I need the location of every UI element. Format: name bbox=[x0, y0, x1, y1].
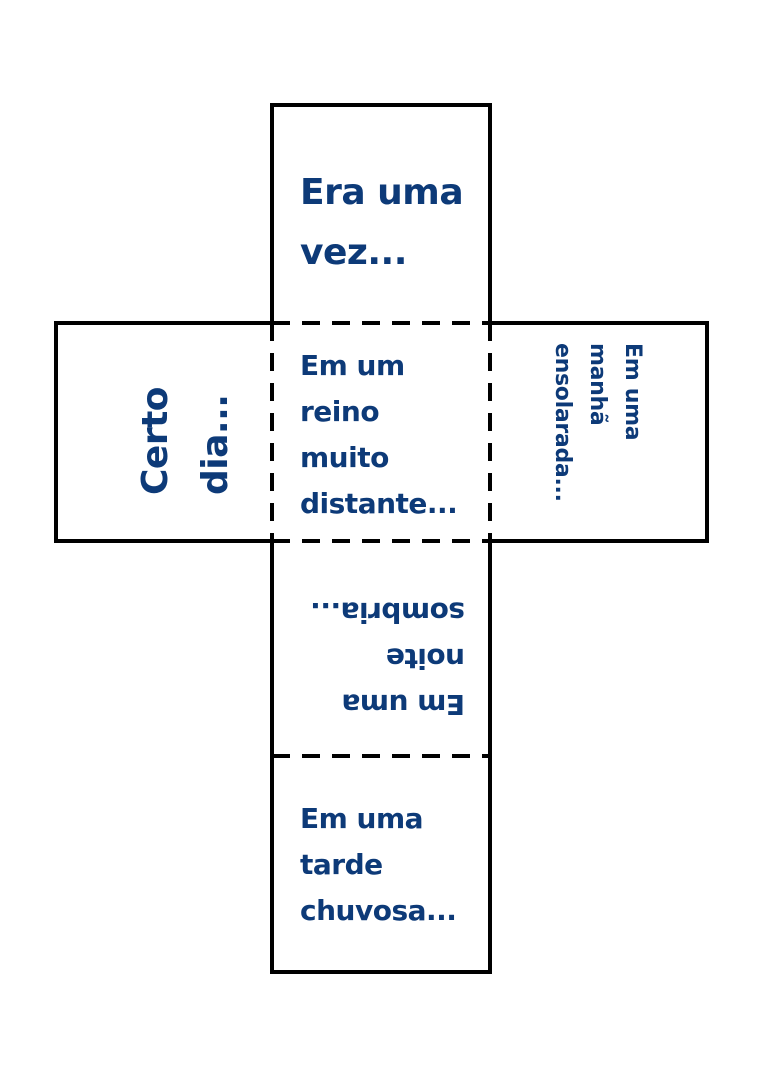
face-center-text: Em um reino muito distante... bbox=[300, 349, 458, 520]
face-right: Em uma manhã ensolarada... bbox=[490, 323, 707, 541]
face-third-text: Em uma noite sombria... bbox=[310, 596, 465, 721]
face-left: Certo dia... bbox=[56, 323, 272, 541]
face-center: Em um reino muito distante... bbox=[272, 323, 490, 541]
face-top-text: Era uma vez... bbox=[300, 172, 464, 273]
face-left-text: Certo dia... bbox=[135, 386, 236, 495]
face-bottom: Em uma tarde chuvosa... bbox=[272, 756, 490, 972]
face-top: Era uma vez... bbox=[272, 105, 490, 323]
face-right-text: Em uma manhã ensolarada... bbox=[550, 343, 645, 502]
face-bottom-text: Em uma tarde chuvosa... bbox=[300, 802, 457, 927]
face-third: Em uma noite sombria... bbox=[272, 541, 490, 756]
